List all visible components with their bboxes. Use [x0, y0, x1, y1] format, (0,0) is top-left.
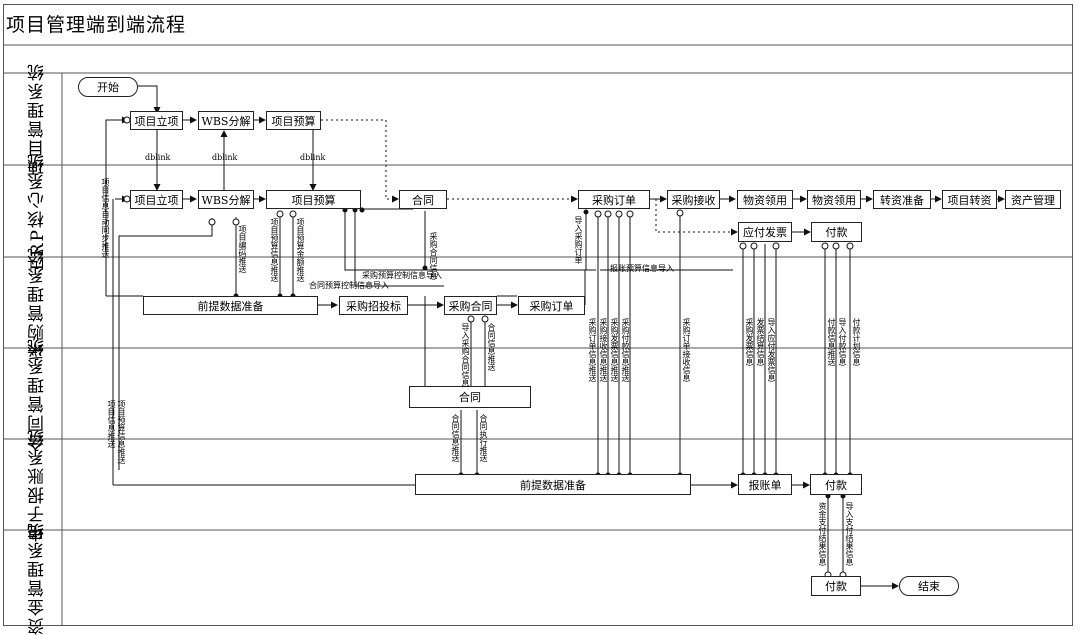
connector-label: 导入应付发票信息: [767, 318, 776, 382]
dblink-label: dblink: [145, 153, 171, 162]
lane-label-contract: 合同管理系统: [27, 336, 48, 451]
connector-label: 付款信息推送: [827, 318, 836, 366]
connector-label: 采购订单信息推送: [588, 318, 597, 382]
budget-control-import-label: 采购预算控制信息导入: [362, 271, 442, 280]
connector-label: 导入付款信息: [838, 318, 847, 366]
pm-project-setup-node: 项目立项: [130, 111, 183, 130]
eb-payment-node: 付款: [810, 474, 862, 495]
connector-label: 采购订单接收信息: [682, 318, 691, 382]
diagram-frame: [3, 4, 1073, 626]
connector-label: 导入采购合同信息: [461, 323, 470, 387]
reimburse-budget-import-label: 报账预算信息导入: [610, 264, 674, 273]
erp-ap-invoice-node: 应付发票: [738, 222, 792, 242]
proc-bidding-node: 采购招投标: [339, 296, 408, 315]
start-node: 开始: [78, 77, 138, 97]
proc-purchase-order-node: 采购订单: [518, 296, 585, 315]
end-node: 结束: [899, 576, 959, 596]
pm-budget-node: 项目预算: [266, 111, 321, 130]
erp-wbs-node: WBS分解: [198, 190, 254, 209]
connector-label: 采购发票信息: [745, 318, 754, 366]
connector-label: 项目信息自动同步推送: [101, 178, 110, 258]
proc-contract-node: 采购合同: [444, 296, 497, 315]
connector-label: 项目信息推送: [107, 400, 116, 448]
connector-label: 付款计划信息: [852, 318, 861, 366]
lane-label-fund-mgmt: 资金管理系统: [27, 521, 48, 635]
connector-label: 合同执行推送: [479, 414, 488, 462]
connector-label: 发票结算信息: [756, 318, 765, 366]
connector-label: 合同信息推送: [451, 414, 460, 462]
contract-budget-import-label: 合同预算控制信息导入: [309, 281, 389, 290]
eb-prereq-data-node: 前提数据准备: [415, 474, 691, 495]
eb-reimbursement-node: 报账单: [738, 474, 792, 495]
cm-contract-node: 合同: [409, 386, 531, 408]
diagram-title: 项目管理端到端流程: [6, 14, 187, 36]
connector-label: 导入采购订单: [574, 216, 583, 264]
connector-label: 采购合同信息: [429, 232, 438, 280]
erp-purchase-order-node: 采购订单: [578, 190, 650, 209]
connector-label: 导入支付结果信息: [845, 502, 854, 566]
erp-asset-mgmt-node: 资产管理: [1005, 190, 1061, 209]
fm-payment-node: 付款: [811, 576, 861, 596]
connector-label: 合同信息推送: [487, 323, 496, 371]
connector-label: 项目预算信息推送: [117, 400, 126, 464]
erp-budget-node: 项目预算: [266, 190, 361, 209]
erp-contract-node: 合同: [399, 190, 447, 209]
erp-material-issue-node: 物资领用: [807, 190, 861, 209]
connector-label: 项目预算金额推送: [296, 218, 305, 282]
dblink-label: dblink: [300, 153, 326, 162]
erp-material-issue-node: 物资领用: [737, 190, 793, 209]
connector-label: 采购接收信息推送: [599, 318, 608, 382]
connector-label: 资金支付结果信息: [818, 502, 827, 566]
connector-label: 采购发票信息推送: [610, 318, 619, 382]
pm-wbs-node: WBS分解: [198, 111, 254, 130]
erp-project-setup-node: 项目立项: [130, 190, 183, 209]
lane-label-e-reimbursement: 电子报账系统: [27, 427, 48, 542]
dblink-label: dblink: [212, 153, 238, 162]
erp-payment-node: 付款: [811, 222, 862, 242]
erp-transfer-prep-node: 转资准备: [873, 190, 931, 209]
lane-label-procurement: 采购管理系统: [27, 245, 48, 360]
lane-label-erp: ERP核心系统: [27, 151, 48, 271]
erp-receive-node: 采购接收: [667, 190, 720, 209]
connector-label: 项目预算信息推送: [270, 218, 279, 282]
proc-prereq-data-node: 前提数据准备: [143, 296, 318, 315]
connector-label: 采购付款信息推送: [621, 318, 630, 382]
connector-label: 项目编码推送: [238, 225, 247, 273]
erp-project-transfer-node: 项目转资: [942, 190, 997, 209]
